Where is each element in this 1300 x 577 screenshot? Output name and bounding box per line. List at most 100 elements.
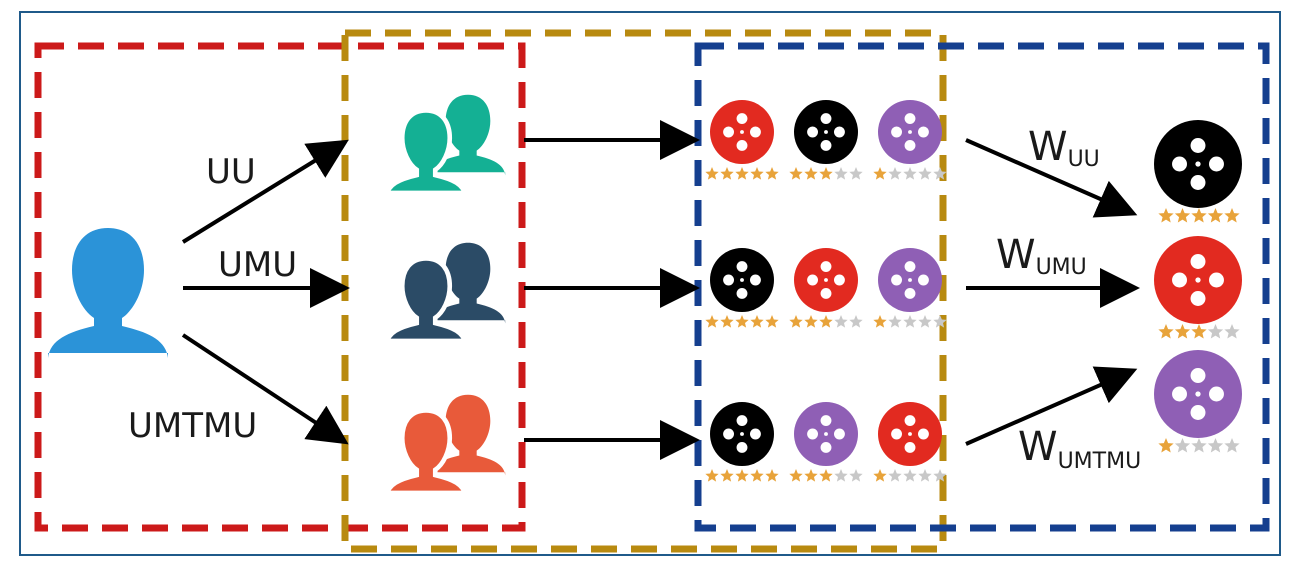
star-rating [705,315,779,328]
star-empty-icon [834,469,848,482]
arrow-umtmu [181,333,349,445]
star-filled-icon [705,469,719,482]
star-empty-icon [903,315,917,328]
star-empty-icon [918,469,932,482]
star-filled-icon [819,315,833,328]
rated-item [705,248,779,328]
film-reel-icon [710,402,774,466]
film-reel-icon [710,248,774,312]
star-empty-icon [1207,438,1224,453]
star-filled-icon [735,469,749,482]
recommended-item [1154,350,1242,453]
users-orange-icon [386,394,506,496]
star-filled-icon [819,167,833,180]
star-empty-icon [849,315,863,328]
star-filled-icon [1191,208,1207,223]
star-filled-icon [750,469,764,482]
star-rating [705,167,779,180]
weight-letter: W [996,232,1036,278]
star-rating [789,315,863,328]
film-reel-icon [794,100,858,164]
star-filled-icon [720,315,734,328]
film-reel-icon [878,402,942,466]
star-rating [1158,208,1240,223]
path-label-umtmu: UMTMU [128,406,257,446]
star-filled-icon [750,315,764,328]
star-filled-icon [789,315,803,328]
film-reel-icon [710,100,774,164]
path-label-uu: UU [206,152,256,192]
star-filled-icon [1224,208,1240,223]
star-filled-icon [804,167,818,180]
path-label-umu: UMU [218,245,297,285]
item-row [705,100,947,180]
arrow-w-umtmu [965,366,1138,446]
film-reel-icon [878,100,942,164]
star-empty-icon [834,167,848,180]
star-empty-icon [834,315,848,328]
recommended-item [1154,236,1242,339]
rated-item [873,248,947,328]
star-filled-icon [873,167,887,180]
film-reel-icon [794,248,858,312]
star-filled-icon [789,167,803,180]
star-filled-icon [1158,324,1174,339]
star-rating [789,167,863,180]
star-rating [1158,438,1240,453]
rated-item [789,248,863,328]
star-filled-icon [720,469,734,482]
star-filled-icon [873,315,887,328]
star-empty-icon [849,167,863,180]
star-filled-icon [750,167,764,180]
star-empty-icon [849,469,863,482]
star-empty-icon [933,469,947,482]
star-empty-icon [1207,324,1224,339]
rated-item [705,402,779,482]
weight-letter: W [1018,424,1058,470]
star-filled-icon [720,167,734,180]
star-filled-icon [789,469,803,482]
weight-subscript-uu: UU [1068,147,1100,172]
star-filled-icon [873,469,887,482]
star-empty-icon [933,167,947,180]
star-rating [873,167,947,180]
star-empty-icon [903,167,917,180]
star-empty-icon [888,167,902,180]
star-filled-icon [1207,208,1224,223]
star-rating [1158,324,1240,339]
users-navy-icon [386,242,506,344]
star-filled-icon [765,167,779,180]
star-filled-icon [1158,208,1174,223]
weight-label-umu: WUMU [996,232,1087,280]
star-empty-icon [933,315,947,328]
star-filled-icon [1174,208,1191,223]
star-rating [789,469,863,482]
star-empty-icon [1174,438,1191,453]
result-items [1154,120,1242,453]
weight-subscript-umu: UMU [1036,255,1087,280]
star-rating [705,469,779,482]
item-row [705,248,947,328]
star-filled-icon [735,167,749,180]
star-filled-icon [819,469,833,482]
weight-label-uu: WUU [1028,124,1100,172]
film-reel-icon [1154,350,1242,438]
star-empty-icon [1191,438,1207,453]
star-filled-icon [804,315,818,328]
rated-item [873,100,947,180]
weight-letter: W [1028,124,1068,170]
star-empty-icon [903,469,917,482]
source-region-box [34,42,526,532]
star-rating [873,469,947,482]
source-user-icon [48,228,168,358]
film-reel-icon [1154,236,1242,324]
outer-frame [19,11,1281,556]
star-rating [873,315,947,328]
arrow-w-uu [965,138,1138,218]
arrow-uu [181,139,349,244]
star-filled-icon [765,315,779,328]
star-filled-icon [1158,438,1174,453]
star-filled-icon [735,315,749,328]
film-reel-icon [794,402,858,466]
